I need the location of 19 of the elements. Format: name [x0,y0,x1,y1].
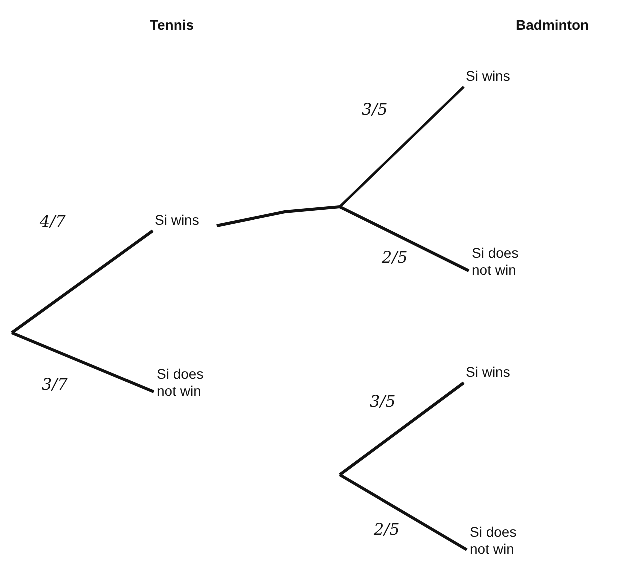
column-heading: Tennis [150,17,194,33]
probability-label: 3/7 [42,375,68,394]
column-heading: Badminton [516,17,590,33]
outcome-label: Si wins [155,212,217,229]
tree-branch [11,332,155,394]
outcome-label: Si does not win [470,524,540,558]
probability-label: 2/5 [382,248,408,267]
outcome-label: Si wins [466,364,528,381]
probability-label: 4/7 [40,212,66,231]
probability-label: 3/5 [362,100,388,119]
outcome-label: Si does not win [157,366,227,400]
probability-label: 2/5 [374,520,400,539]
tree-branch [216,205,470,272]
outcome-label: Si does not win [472,245,542,279]
probability-label: 3/5 [370,392,396,411]
tree-branch [11,230,154,334]
tree-branch [339,382,465,476]
outcome-label: Si wins [466,68,528,85]
tree-branch [339,474,468,552]
